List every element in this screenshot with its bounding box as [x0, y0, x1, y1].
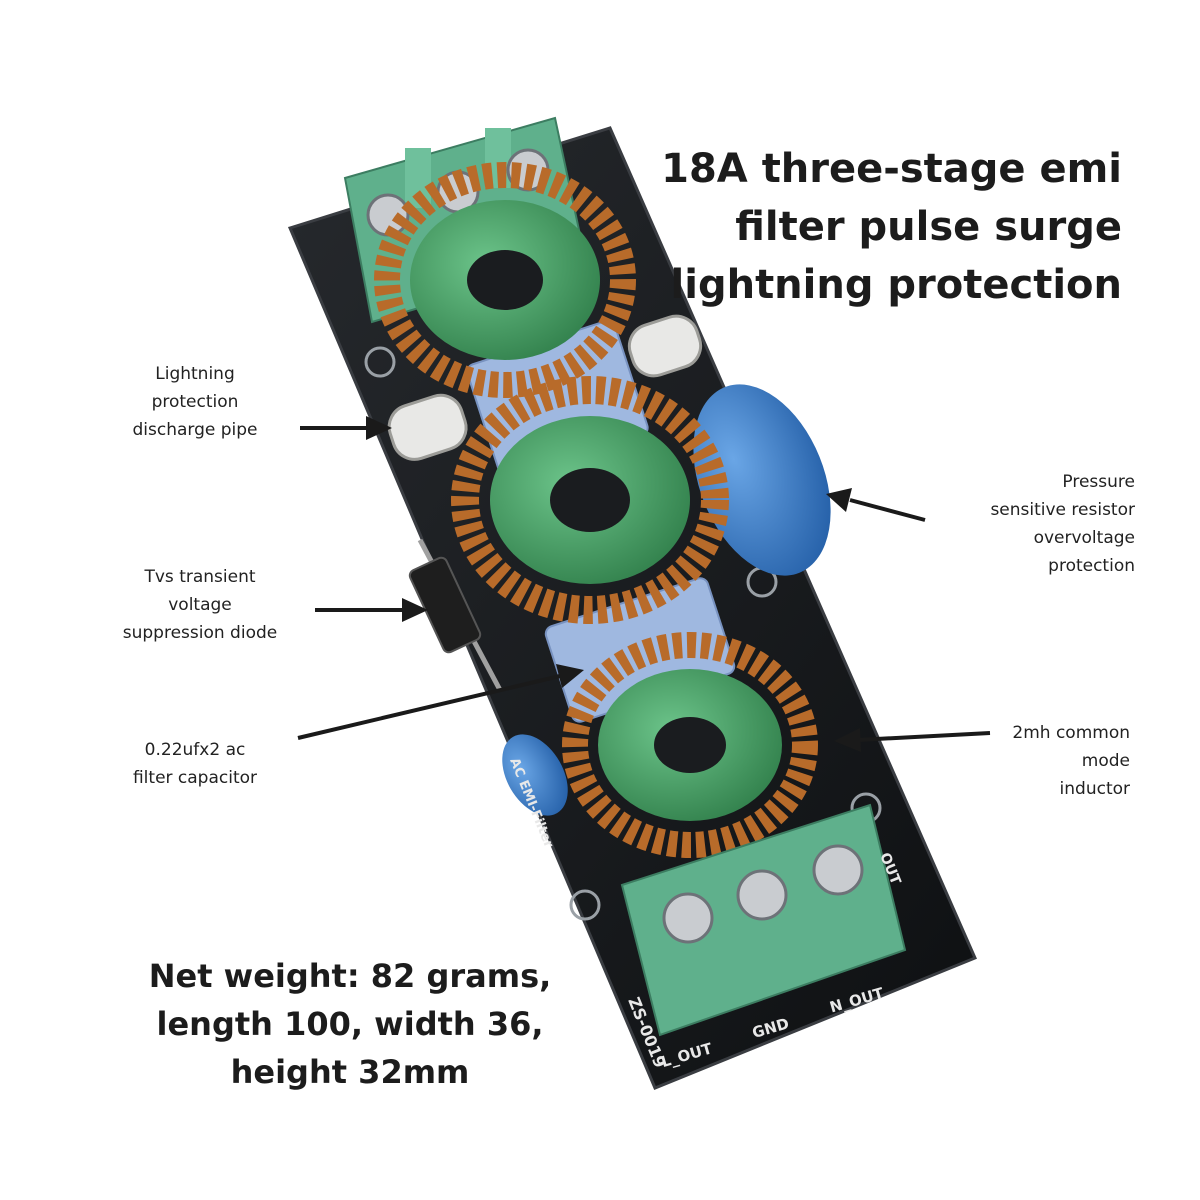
discharge-tube-right	[627, 314, 703, 378]
small-capacitor	[502, 734, 568, 816]
mounting-hole	[569, 889, 601, 921]
arrow-capacitor	[297, 664, 584, 740]
callout-varistor: Pressure sensitive resistor overvoltage …	[990, 472, 1135, 576]
output-terminal-block	[620, 803, 907, 1037]
product-title: 18A three-stage emi filter pulse surge l…	[602, 140, 1122, 314]
varistor-disc	[693, 384, 831, 576]
toroid-inductor-middle	[451, 376, 729, 624]
callout-capacitor: 0.22ufx2 ac filter capacitor	[132, 740, 258, 788]
callout-inductor: 2mh common mode inductor	[1012, 723, 1130, 799]
arrow-inductor	[834, 728, 991, 752]
tvs-diode	[408, 538, 503, 692]
product-specs: Net weight: 82 grams, length 100, width …	[120, 952, 580, 1096]
mounting-hole	[364, 346, 396, 378]
arrow-discharge-pipe	[300, 416, 392, 440]
callout-discharge-pipe: Lightning protection discharge pipe	[132, 364, 258, 440]
toroid-inductor-top	[374, 162, 636, 398]
spec-line: length 100, width 36,	[156, 1005, 544, 1043]
spec-line: height 32mm	[230, 1053, 470, 1091]
discharge-tube-left	[387, 393, 468, 461]
spec-line: Net weight: 82 grams,	[148, 957, 552, 995]
callout-tvs-diode: Tvs transient voltage suppression diode	[122, 567, 278, 643]
arrow-tvs-diode	[315, 598, 428, 622]
title-line: lightning protection	[670, 262, 1122, 308]
title-line: 18A three-stage emi	[661, 146, 1122, 192]
title-line: filter pulse surge	[735, 204, 1122, 250]
arrow-varistor	[826, 488, 926, 522]
toroid-inductor-bottom	[562, 632, 818, 858]
